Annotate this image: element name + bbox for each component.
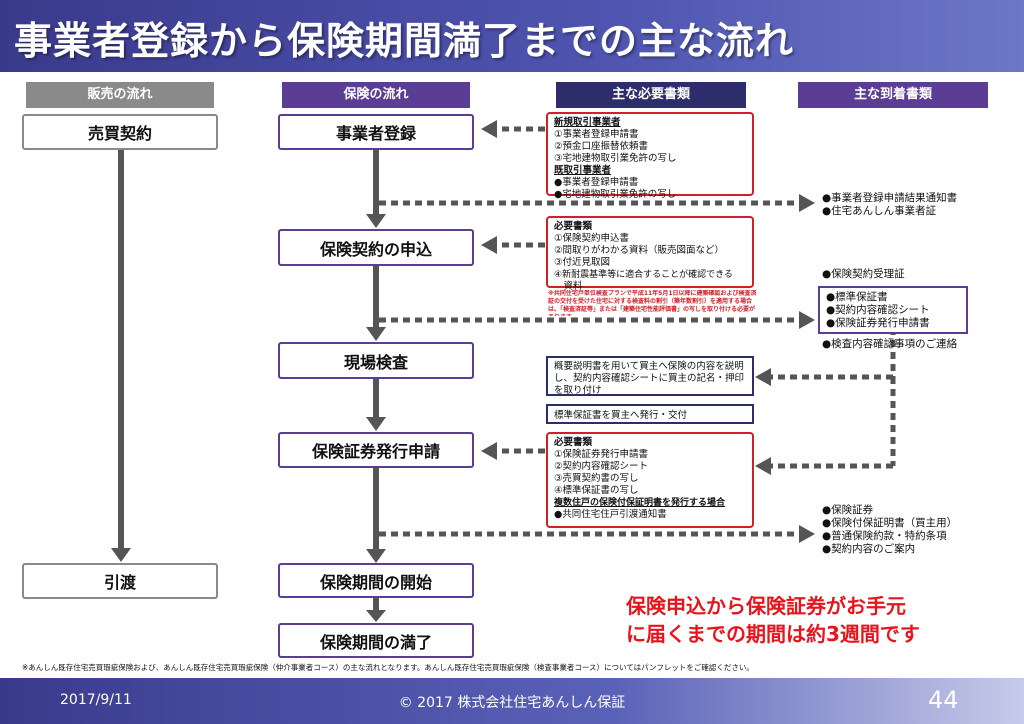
arrival-registration: ●事業者登録申請結果通知書 ●住宅あんしん事業者証	[822, 192, 957, 218]
page-title: 事業者登録から保険期間満了までの主な流れ	[14, 19, 795, 63]
header-banner: 事業者登録から保険期間満了までの主な流れ	[0, 0, 1024, 72]
docs-application: 必要書類 ①保険契約申込書 ②間取りがわかる資料（販売図面など） ③付近見取図 …	[546, 216, 754, 292]
insurance-step-start: 保険期間の開始	[278, 563, 474, 598]
docs-new-item: ③宅地建物取引業免許の写し	[554, 153, 677, 164]
arrowhead-2	[366, 327, 386, 341]
arrival-item: ●事業者登録申請結果通知書	[822, 192, 958, 204]
docs-existing-item: ●事業者登録申請書	[554, 177, 639, 188]
column-header-documents: 主な必要書類	[556, 82, 746, 108]
docs-multi-heading: 複数住戸の保険付保証明書を発行する場合	[554, 498, 726, 508]
arrival-item: ●契約内容確認シート	[826, 304, 930, 316]
arrival-issuance: ●保険証券 ●保険付保証明書（買主用） ●普通保険約款・特約条項 ●契約内容のご…	[822, 504, 957, 556]
footnote: ※あんしん既存住宅売買瑕疵保険および、あんしん既存住宅売買瑕疵保険（仲介事業者コ…	[22, 663, 754, 672]
docs-multi-item: ●共同住宅住戸引渡通知書	[554, 509, 667, 520]
standard-certificate-issue: 標準保証書を買主へ発行・交付	[546, 404, 754, 424]
arrival-item: ●保険証券	[822, 504, 874, 516]
column-header-sales: 販売の流れ	[26, 82, 214, 108]
docs-application-item: ①保険契約申込書	[554, 233, 630, 244]
docs-application-item: ②間取りがわかる資料（販売図面など）	[554, 245, 725, 256]
arrowhead-3	[366, 417, 386, 431]
docs-existing-item: ●宅地建物取引業免許の写し	[554, 189, 677, 200]
docs-existing-heading: 既取引事業者	[554, 165, 612, 176]
arrival-item: ●住宅あんしん事業者証	[822, 205, 937, 217]
docs-new-heading: 新規取引事業者	[554, 117, 621, 128]
docs-issuance-item: ④標準保証書の写し	[554, 485, 639, 496]
insurance-step-issuance: 保険証券発行申請	[278, 432, 474, 468]
docs-application-heading: 必要書類	[554, 221, 593, 232]
docs-application-item: 資料	[554, 281, 583, 292]
docs-registration: 新規取引事業者 ①事業者登録申請書 ②預金口座振替依頼書 ③宅地建物取引業免許の…	[546, 112, 754, 200]
footer-date: 2017/9/11	[60, 692, 132, 708]
sales-step-delivery: 引渡	[22, 563, 218, 599]
callout-line: に届くまでの期間は約3週間です	[626, 622, 920, 646]
docs-issuance-item: ③売買契約書の写し	[554, 473, 639, 484]
footer-bar: 2017/9/11 © 2017 株式会社住宅あんしん保証 44	[0, 678, 1024, 724]
footer-copyright: © 2017 株式会社住宅あんしん保証	[398, 695, 626, 711]
arrowhead-1	[366, 214, 386, 228]
docs-application-item: ③付近見取図	[554, 257, 611, 268]
arrival-item: ●普通保険約款・特約条項	[822, 530, 947, 542]
docs-new-item: ②預金口座振替依頼書	[554, 141, 649, 152]
arrival-item: ●標準保証書	[826, 291, 888, 303]
insurance-step-inspection: 現場検査	[278, 342, 474, 379]
arrowhead-5	[366, 610, 386, 622]
docs-application-item: ④新耐震基準等に適合することが確認できる	[554, 270, 733, 280]
arrival-inspection-notice: ●検査内容確認事項のご連絡	[822, 338, 958, 350]
docs-issuance-item: ②契約内容確認シート	[554, 461, 649, 472]
insurance-step-application: 保険契約の申込	[278, 229, 474, 266]
arrival-item: ●契約内容のご案内	[822, 543, 916, 555]
arrowhead-4	[366, 549, 386, 563]
docs-issuance: 必要書類 ①保険証券発行申請書 ②契約内容確認シート ③売買契約書の写し ④標準…	[546, 432, 754, 528]
arrival-item: ●保険付保証明書（買主用）	[822, 517, 958, 529]
inspection-explanation: 概要説明書を用いて買主へ保険の内容を説明し、契約内容確認シートに買主の記名・押印…	[546, 356, 754, 396]
docs-issuance-item: ①保険証券発行申請書	[554, 449, 649, 460]
arrival-item: ●保険証券発行申請書	[826, 317, 930, 329]
docs-issuance-heading: 必要書類	[554, 437, 593, 448]
docs-new-item: ①事業者登録申請書	[554, 129, 639, 140]
page-number: 44	[928, 686, 959, 714]
arrival-receipt: ●保険契約受理証	[822, 268, 905, 280]
arrival-sheet-box: ●標準保証書 ●契約内容確認シート ●保険証券発行申請書	[818, 286, 968, 334]
duration-callout: 保険申込から保険証券がお手元 に届くまでの期間は約3週間です	[626, 592, 920, 648]
sales-flow-arrowhead	[111, 548, 131, 562]
insurance-step-end: 保険期間の満了	[278, 623, 474, 658]
docs-application-note: ※共同住宅戸単位検査プランで平成11年5月1日以降に建築確認および検査済証の交付…	[548, 290, 757, 316]
column-header-arrivals: 主な到着書類	[798, 82, 988, 108]
callout-line: 保険申込から保険証券がお手元	[626, 594, 906, 618]
column-header-insurance: 保険の流れ	[282, 82, 470, 108]
sales-step-contract: 売買契約	[22, 114, 218, 150]
insurance-step-registration: 事業者登録	[278, 114, 474, 150]
